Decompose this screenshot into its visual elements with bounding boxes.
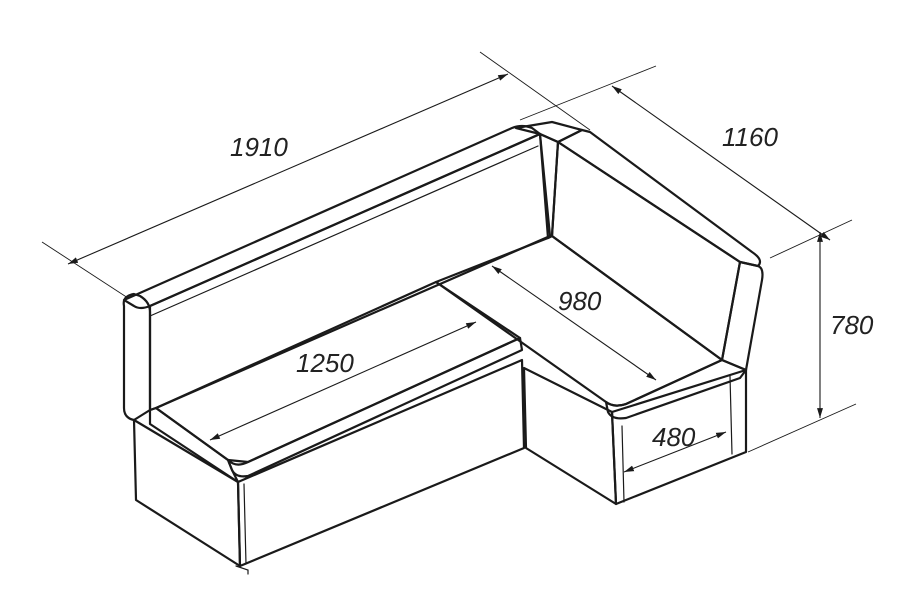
left-backrest-end: [122, 292, 152, 422]
dimension-line-480: [623, 431, 727, 473]
label-1910: 1910: [230, 132, 288, 162]
long-backrest-inner-edge: [149, 145, 539, 317]
short-base-end-panel: [621, 375, 733, 503]
dimension-line-1160: [611, 85, 831, 241]
dimension-seat-depth: 480: [623, 422, 727, 473]
base-foot: [235, 565, 249, 575]
dimension-line-1910: [67, 73, 509, 265]
short-seat-front: [604, 358, 748, 420]
long-base-divider: [243, 483, 247, 565]
long-backrest-top: [122, 124, 542, 310]
dimension-overall-length: 1910: [41, 51, 591, 299]
long-seat-front: [226, 336, 524, 478]
dimension-line-980: [491, 265, 657, 381]
label-980: 980: [558, 286, 602, 316]
label-1250: 1250: [296, 348, 354, 378]
label-1160: 1160: [722, 122, 778, 152]
label-780: 780: [830, 310, 874, 340]
long-base-left: [132, 418, 242, 568]
dimension-side-length: 1160: [519, 65, 853, 259]
label-480: 480: [652, 422, 696, 452]
short-base-front: [610, 368, 748, 506]
short-base-side: [522, 366, 618, 506]
sofa-drawing: [122, 120, 764, 575]
long-seat-left: [148, 406, 240, 484]
short-backrest-end: [720, 260, 764, 372]
dimension-line-1250: [209, 321, 477, 441]
dimension-short-seat: 980: [491, 265, 657, 381]
long-base-front: [236, 358, 526, 568]
dimension-height: 780: [747, 232, 874, 453]
dimension-long-seat: 1250: [209, 321, 477, 441]
